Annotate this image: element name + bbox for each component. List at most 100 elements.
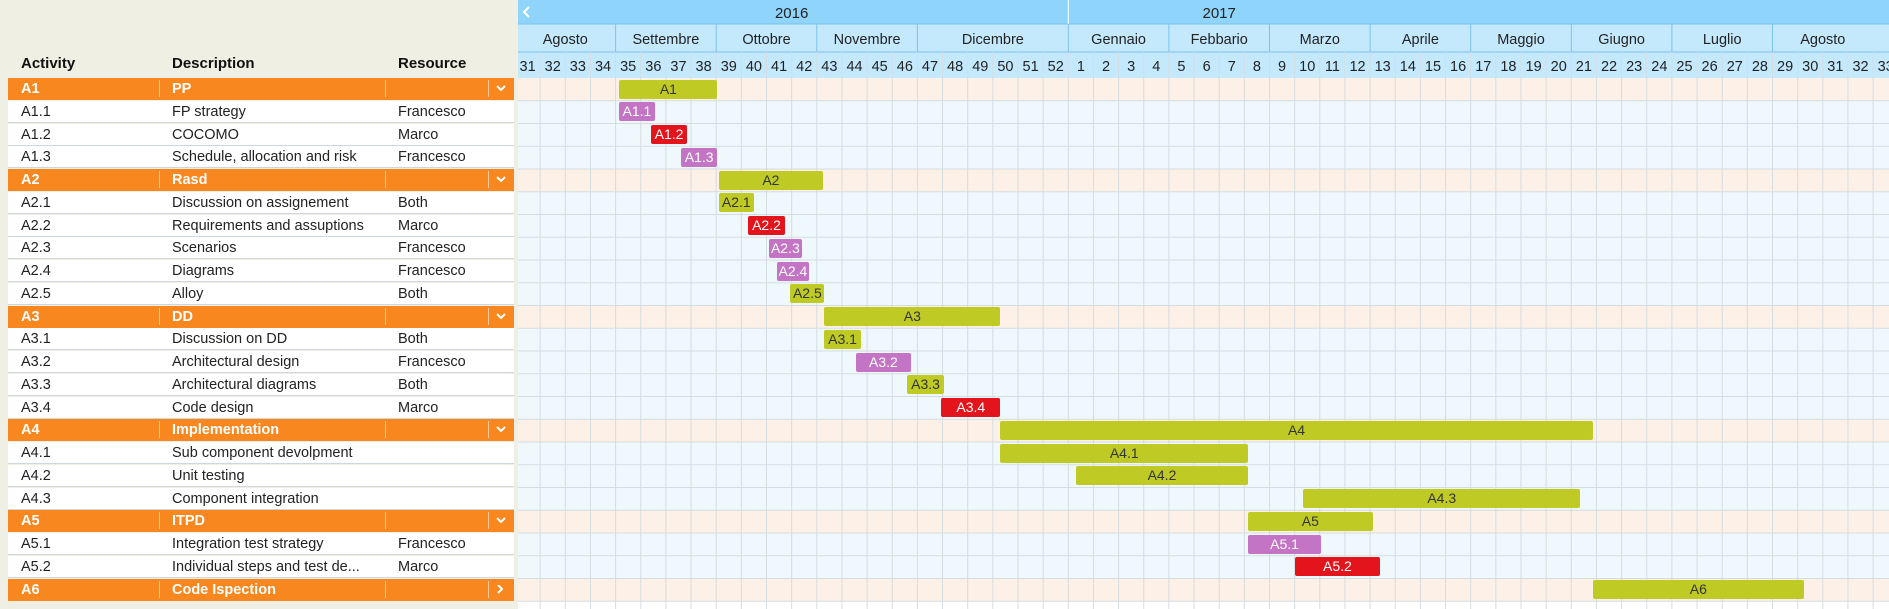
timeline-row-bg (518, 351, 1889, 374)
week-label: 20 (1551, 59, 1567, 75)
activity-column-headers: Activity Description Resource (0, 53, 518, 77)
chevron-down-icon (496, 176, 506, 183)
activity-id-cell: A2.1 (21, 194, 51, 211)
gantt-bar[interactable]: A2.3 (769, 238, 802, 258)
activity-description-cell: Discussion on DD (172, 331, 288, 348)
activity-resource-cell: Both (398, 376, 428, 393)
gantt-bar[interactable]: A4.1 (1000, 443, 1249, 463)
gantt-bar[interactable]: A3.1 (824, 329, 861, 349)
gantt-bar[interactable]: A5 (1248, 511, 1373, 531)
week-label: 47 (922, 59, 938, 75)
activity-resource-cell: Francesco (398, 149, 466, 166)
collapse-group-button[interactable] (490, 78, 512, 99)
week-label: 32 (1852, 59, 1868, 75)
activity-id-cell: A6 (21, 581, 40, 598)
gantt-bar[interactable]: A5.1 (1248, 534, 1322, 554)
gantt-bar[interactable]: A2 (718, 170, 824, 190)
collapse-group-button[interactable] (490, 306, 512, 327)
week-label: 28 (1752, 59, 1768, 75)
gantt-bar[interactable]: A4.3 (1303, 489, 1581, 508)
timeline-row-bg (518, 282, 1889, 306)
gantt-bar[interactable]: A2.4 (776, 261, 810, 281)
collapse-group-button[interactable] (490, 510, 512, 531)
week-label: 41 (771, 59, 787, 75)
activity-description-cell: Diagrams (172, 263, 235, 279)
gantt-bar[interactable]: A4 (1000, 420, 1593, 440)
gantt-bar[interactable]: A1.2 (650, 125, 688, 144)
month-label: Agosto (543, 32, 588, 48)
activity-id-cell: A5.2 (21, 558, 51, 575)
gantt-bar[interactable]: A3.3 (907, 375, 944, 395)
week-label: 49 (972, 59, 988, 75)
activity-resource-cell: Both (398, 285, 428, 302)
activity-resource-cell: Francesco (398, 240, 466, 257)
activity-resource-cell: Both (398, 331, 428, 348)
activity-description-cell: Unit testing (172, 467, 245, 484)
gantt-bar[interactable]: A6 (1592, 580, 1804, 599)
week-label: 24 (1651, 59, 1667, 75)
week-label: 10 (1299, 59, 1315, 75)
gantt-bar[interactable]: A2.1 (718, 193, 754, 213)
gantt-bar[interactable]: A3.4 (941, 398, 1001, 417)
timeline-row-bg (518, 487, 1889, 511)
expand-group-button[interactable] (490, 579, 512, 600)
activity-resource-cell: Francesco (398, 103, 466, 120)
column-header-resource[interactable]: Resource (398, 55, 467, 72)
month-label: Novembre (834, 32, 901, 48)
timeline-row-bg (518, 533, 1889, 556)
collapse-group-button[interactable] (490, 419, 512, 440)
gantt-bar[interactable]: A4.2 (1075, 466, 1249, 486)
activity-description-cell: Sub component devolpment (172, 445, 353, 461)
activity-id-cell: A4.3 (21, 490, 51, 507)
year-label: 2017 (1203, 5, 1236, 22)
week-label: 12 (1349, 59, 1365, 75)
gantt-bar[interactable]: A2.2 (747, 216, 786, 235)
week-label: 32 (545, 59, 561, 75)
week-label: 17 (1475, 59, 1491, 75)
gantt-bar[interactable]: A5.2 (1294, 557, 1381, 577)
week-label: 33 (570, 59, 586, 75)
gantt-bar[interactable]: A1.1 (619, 102, 655, 122)
collapse-group-button[interactable] (490, 169, 512, 190)
gantt-bar[interactable]: A3.2 (855, 352, 912, 372)
month-label: Ottobre (742, 32, 790, 48)
gantt-bar[interactable]: A2.5 (790, 284, 825, 304)
gantt-bar[interactable]: A3 (824, 307, 1001, 326)
activity-description-cell: COCOMO (172, 126, 239, 143)
scroll-left-button[interactable] (518, 0, 536, 24)
gantt-bar[interactable]: A1 (619, 79, 718, 99)
column-header-description[interactable]: Description (172, 55, 255, 72)
activity-id-cell: A1.3 (21, 149, 51, 166)
gantt-bar[interactable]: A1.3 (680, 147, 718, 167)
timeline-row-bg (518, 510, 1889, 533)
chevron-left-icon (522, 6, 530, 18)
timeline-row-bg (518, 146, 1889, 169)
column-header-activity[interactable]: Activity (21, 55, 76, 72)
activity-description-cell: ITPD (172, 513, 206, 530)
